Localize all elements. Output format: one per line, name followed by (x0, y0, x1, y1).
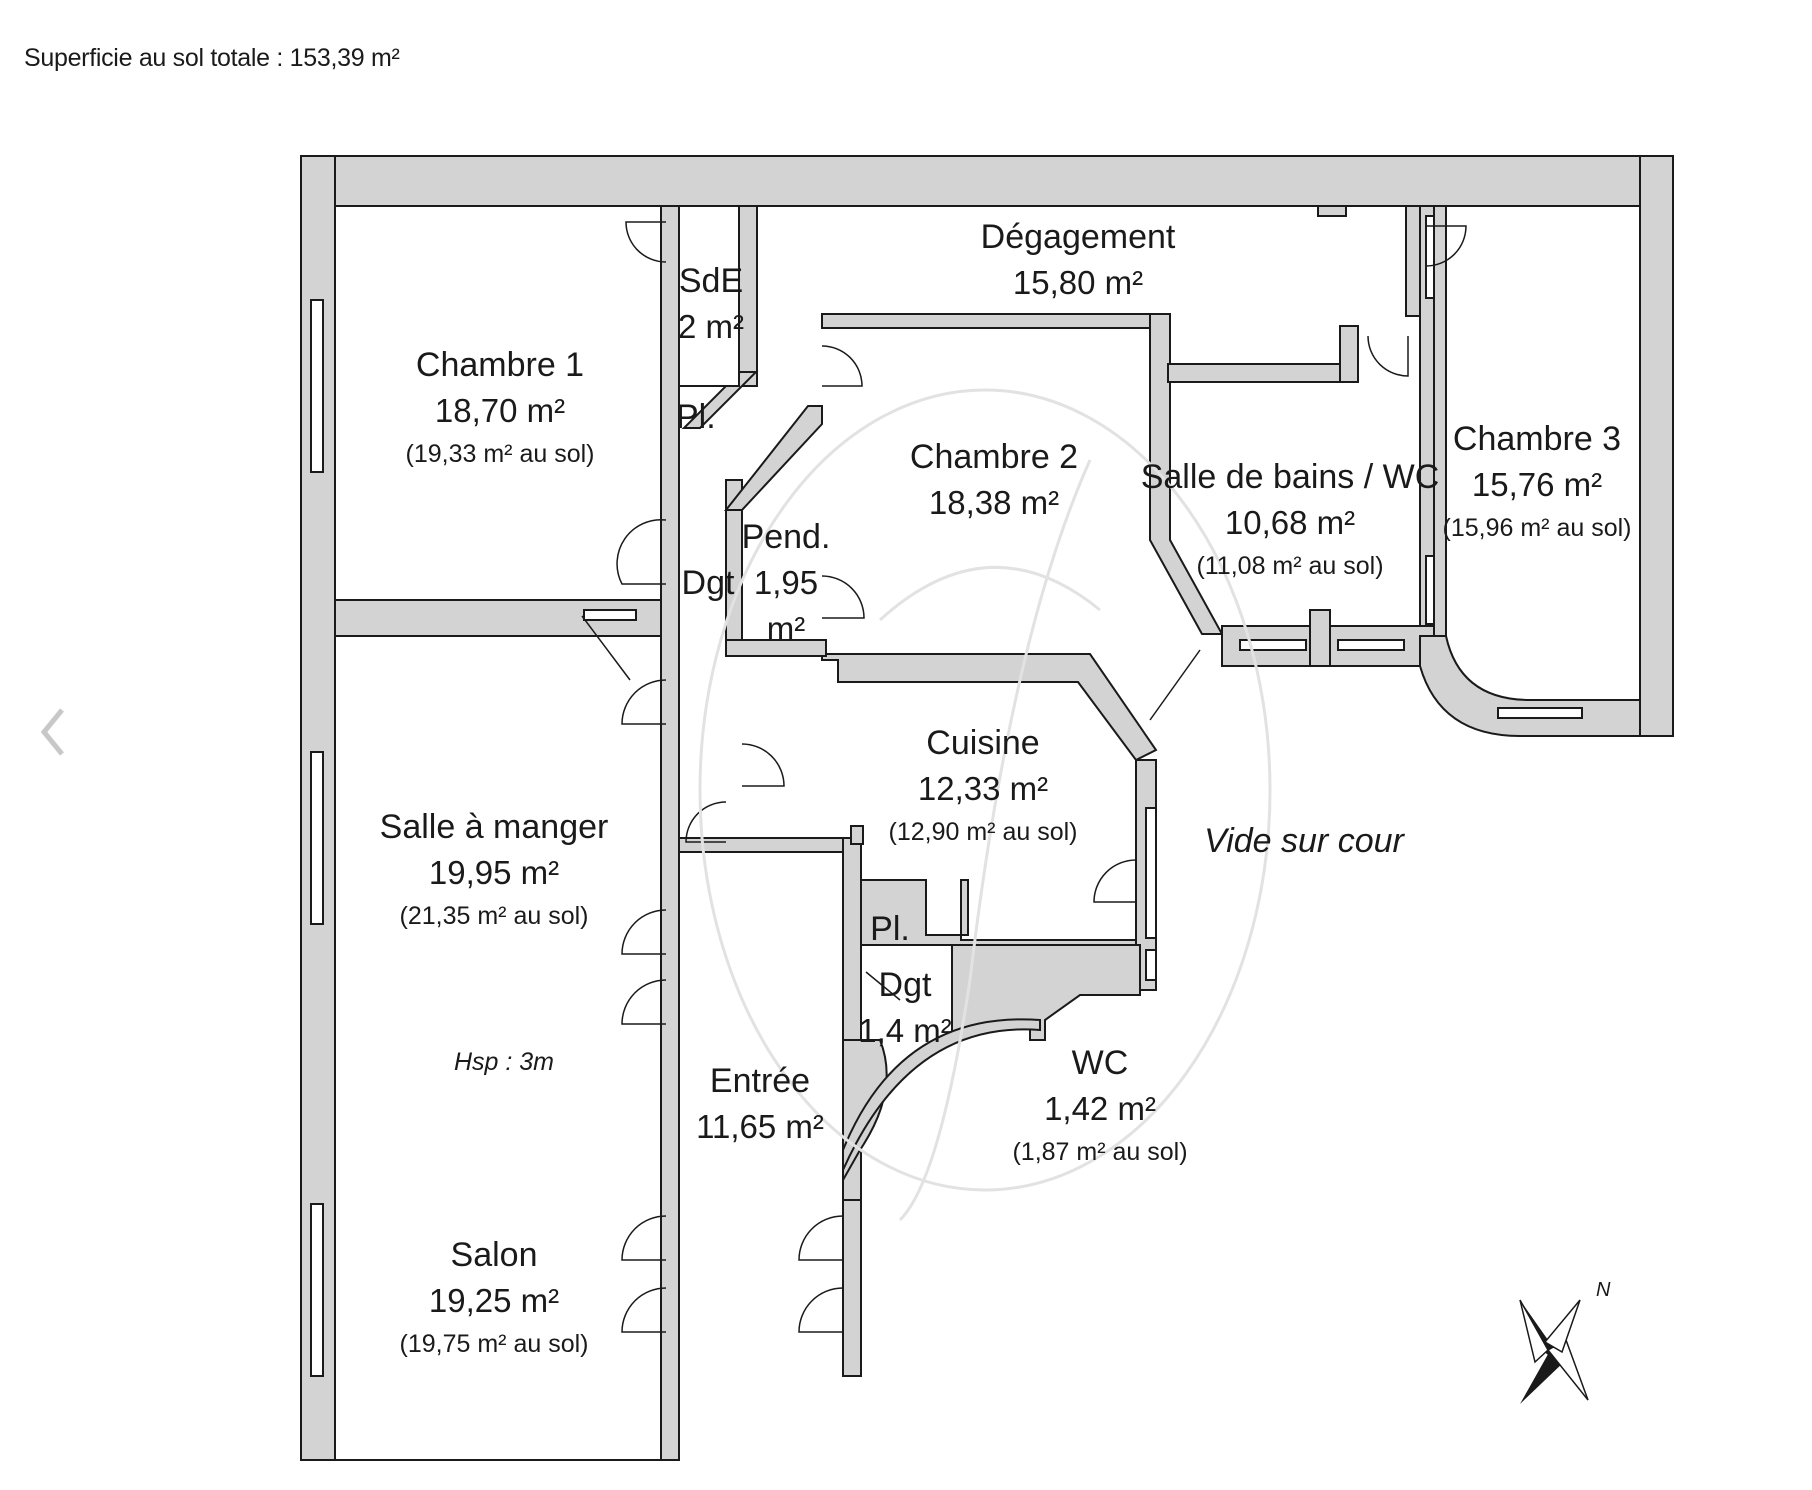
room-dgt-small: Dgt 1,4 m² (858, 966, 952, 1049)
room-entree: Entrée 11,65 m² (696, 1062, 824, 1145)
room-wc: WC 1,42 m² (1,87 m² au sol) (1012, 1044, 1187, 1166)
room-area: 1,42 m² (1044, 1090, 1156, 1127)
room-area: 15,76 m² (1472, 466, 1602, 503)
room-pl-bottom: Pl. (870, 910, 910, 948)
room-name: Chambre 3 (1453, 420, 1621, 458)
room-sde: SdE 2 m² (678, 262, 744, 345)
room-chambre-3: Chambre 3 15,76 m² (15,96 m² au sol) (1443, 420, 1632, 542)
compass-label: N (1596, 1279, 1611, 1301)
room-floor-area: (11,08 m² au sol) (1196, 552, 1383, 580)
room-name: Salle à manger (380, 808, 609, 846)
room-name: Chambre 1 (416, 346, 584, 384)
room-floor-area: (19,75 m² au sol) (400, 1330, 589, 1358)
room-floor-area: (21,35 m² au sol) (400, 902, 589, 930)
room-area-line2: m² (767, 610, 805, 647)
ceiling-height-label: Hsp : 3m (454, 1048, 554, 1076)
room-name: Cuisine (926, 724, 1039, 762)
room-floor-area: (1,87 m² au sol) (1012, 1138, 1187, 1166)
room-salle-a-manger: Salle à manger 19,95 m² (21,35 m² au sol… (380, 808, 609, 930)
room-floor-area: (12,90 m² au sol) (889, 818, 1078, 846)
compass-rose-icon: N (1519, 1279, 1611, 1404)
room-salle-de-bains: Salle de bains / WC 10,68 m² (11,08 m² a… (1141, 458, 1440, 580)
room-pl-top: Pl. (676, 398, 716, 436)
room-name: Salle de bains / WC (1141, 458, 1440, 496)
room-area: 19,25 m² (429, 1282, 559, 1319)
room-floor-area: (15,96 m² au sol) (1443, 514, 1632, 542)
room-name: WC (1072, 1044, 1129, 1082)
room-area: 19,95 m² (429, 854, 559, 891)
room-name: Salon (451, 1236, 538, 1274)
room-cuisine: Cuisine 12,33 m² (12,90 m² au sol) (889, 724, 1078, 846)
room-name: Dgt (879, 966, 932, 1004)
room-area: 18,70 m² (435, 392, 565, 429)
room-area: 12,33 m² (918, 770, 1048, 807)
doors (581, 221, 1467, 1333)
windows (310, 215, 1583, 1377)
room-area: 18,38 m² (929, 484, 1059, 521)
watermark-logo-icon (698, 388, 1272, 1222)
room-area: 1,4 m² (858, 1012, 952, 1049)
room-name: Chambre 2 (910, 438, 1078, 476)
room-chambre-1: Chambre 1 18,70 m² (19,33 m² au sol) (406, 346, 595, 468)
room-area-line1: 1,95 (754, 564, 818, 601)
vide-sur-cour-label: Vide sur cour (1204, 822, 1405, 860)
room-area: 15,80 m² (1013, 264, 1143, 301)
chevron-left-icon[interactable] (36, 706, 70, 758)
room-area: 2 m² (678, 308, 744, 345)
room-name: Dégagement (981, 218, 1176, 256)
room-degagement: Dégagement 15,80 m² (981, 218, 1176, 301)
room-area: 10,68 m² (1225, 504, 1355, 541)
room-outlines (334, 205, 740, 1461)
room-dgt-left: Dgt (682, 564, 735, 602)
room-chambre-2: Chambre 2 18,38 m² (910, 438, 1078, 521)
room-name: Pend. (742, 518, 831, 556)
room-salon: Salon 19,25 m² (19,75 m² au sol) (400, 1236, 589, 1358)
room-name: SdE (679, 262, 743, 300)
room-pend: Pend. 1,95 m² (742, 518, 831, 647)
total-area-heading: Superficie au sol totale : 153,39 m² (24, 44, 400, 72)
room-area: 11,65 m² (696, 1108, 824, 1145)
room-name: Entrée (710, 1062, 810, 1100)
room-floor-area: (19,33 m² au sol) (406, 440, 595, 468)
